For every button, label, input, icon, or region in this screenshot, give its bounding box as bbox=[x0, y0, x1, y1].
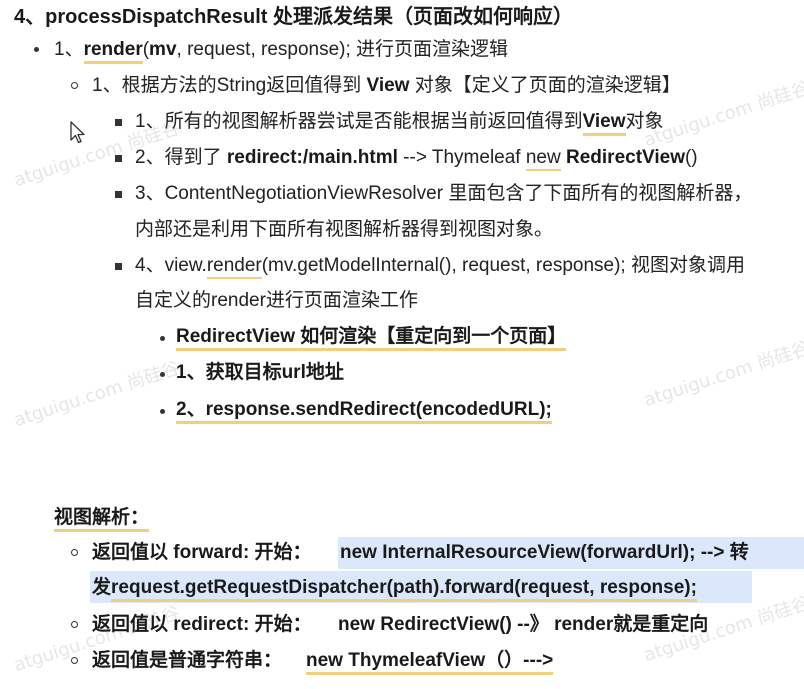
forward-label: 返回值以 forward: 开始： bbox=[92, 542, 312, 563]
sub-item-view-render-line2: 自定义的render进行页面渲染工作 bbox=[135, 290, 418, 311]
sub-item-resolvers: 1、所有的视图解析器尝试是否能根据当前返回值得到View对象 bbox=[135, 109, 664, 136]
sub-item-view-render: 4、view.render(mv.getModelInternal(), req… bbox=[135, 253, 745, 279]
forward-code: new InternalResourceView(forwardUrl); --… bbox=[340, 540, 749, 566]
redirect-label: 返回值以 redirect: 开始： bbox=[92, 614, 312, 635]
plain-code: new ThymeleafView（）---> bbox=[306, 648, 554, 675]
watermark: atguigu.com 尚硅谷 bbox=[641, 337, 804, 412]
item-text: 1、根据方法的String返回值得到 bbox=[92, 75, 367, 96]
sub-text: --> Thymeleaf bbox=[397, 147, 526, 168]
sub-text: 4、view. bbox=[135, 255, 207, 276]
redirect-path: redirect:/main.html bbox=[226, 147, 398, 168]
section-heading: 4、processDispatchResult 处理派发结果（页面改如何响应） bbox=[14, 4, 573, 30]
bullet-square bbox=[115, 155, 122, 162]
sub-text: () bbox=[684, 147, 698, 168]
forward-code-text: new InternalResourceView(forwardUrl); --… bbox=[340, 542, 749, 563]
view-parse-title: 视图解析： bbox=[54, 505, 150, 532]
item-text: 对象【定义了页面的渲染逻辑】 bbox=[409, 75, 681, 96]
sub-item-redirect: 2、得到了 redirect:/main.html --> Thymeleaf … bbox=[135, 145, 698, 171]
item-open-paren: ( bbox=[142, 39, 150, 60]
sub-item-negotiation-line2: 内部还是利用下面所有视图解析器得到视图对象。 bbox=[135, 219, 554, 240]
view-keyword: View bbox=[582, 111, 626, 136]
bullet-dot bbox=[160, 336, 165, 341]
sub-text: 1、所有的视图解析器尝试是否能根据当前返回值得到 bbox=[135, 111, 583, 132]
send-redirect-code: 2、response.sendRedirect(encodedURL); bbox=[176, 399, 552, 424]
redirect-code: new RedirectView() --》 render就是重定向 bbox=[338, 612, 708, 638]
forward-line: 返回值以 forward: 开始： bbox=[92, 540, 312, 566]
heading-number: 4、 bbox=[14, 6, 46, 28]
item-string-return: 1、根据方法的String返回值得到 View 对象【定义了页面的渲染逻辑】 bbox=[92, 73, 681, 99]
render-keyword: render bbox=[83, 39, 143, 64]
bullet-square bbox=[115, 119, 122, 126]
thymeleaf-view-code: new ThymeleafView（）---> bbox=[306, 650, 554, 675]
forward-highlight bbox=[90, 571, 752, 603]
sub-text: 2、得到了 bbox=[135, 147, 227, 168]
new-keyword: new bbox=[525, 147, 561, 171]
sub-item-negotiation-line1: 3、ContentNegotiationViewResolver 里面包含了下面… bbox=[135, 183, 753, 204]
bullet-dot bbox=[160, 409, 165, 414]
item-render: 1、render(mv, request, response); 进行页面渲染逻… bbox=[54, 37, 509, 64]
redirect-line: 返回值以 redirect: 开始： bbox=[92, 612, 312, 638]
bullet-square bbox=[115, 191, 122, 198]
bullet-circle bbox=[71, 82, 78, 89]
item-rest: , request, response); 进行页面渲染逻辑 bbox=[176, 39, 509, 60]
mv-keyword: mv bbox=[149, 39, 177, 60]
plain-label: 返回值是普通字符串： bbox=[92, 650, 283, 671]
forward-highlight bbox=[338, 537, 804, 569]
bullet-circle bbox=[71, 657, 78, 664]
redirectview-step-2: 2、response.sendRedirect(encodedURL); bbox=[176, 397, 552, 424]
view-parse-title-text: 视图解析： bbox=[54, 507, 150, 532]
item-prefix: 1、 bbox=[54, 39, 84, 60]
redirectview-step-1: 1、获取目标url地址 bbox=[176, 362, 344, 383]
mouse-cursor-icon bbox=[70, 121, 85, 144]
sub-text: (mv.getModelInternal(), request, respons… bbox=[261, 255, 745, 276]
redirectview-title: RedirectView 如何渲染【重定向到一个页面】 bbox=[176, 324, 567, 351]
redirect-code-text: new RedirectView() --》 render就是重定向 bbox=[338, 614, 709, 635]
bullet-dot bbox=[34, 47, 39, 52]
forward-code-text: 发 bbox=[92, 577, 112, 598]
bullet-dot bbox=[160, 372, 165, 377]
plain-line: 返回值是普通字符串： bbox=[92, 648, 282, 674]
bullet-circle bbox=[71, 549, 78, 556]
forward-line-2: 发request.getRequestDispatcher(path).forw… bbox=[92, 575, 697, 602]
heading-text: 处理派发结果（页面改如何响应） bbox=[267, 6, 573, 28]
sub-text: 对象 bbox=[625, 111, 664, 132]
redirectview-title-text: RedirectView 如何渲染【重定向到一个页面】 bbox=[176, 326, 567, 351]
bullet-square bbox=[115, 263, 122, 270]
heading-method: processDispatchResult bbox=[45, 6, 268, 28]
watermark: atguigu.com 尚硅谷 bbox=[11, 357, 183, 432]
view-keyword: View bbox=[366, 75, 410, 96]
request-dispatcher-code: request.getRequestDispatcher(path).forwa… bbox=[111, 577, 697, 602]
redirectview-keyword: RedirectView bbox=[566, 147, 685, 168]
render-keyword: render bbox=[206, 255, 262, 279]
bullet-circle bbox=[71, 621, 78, 628]
